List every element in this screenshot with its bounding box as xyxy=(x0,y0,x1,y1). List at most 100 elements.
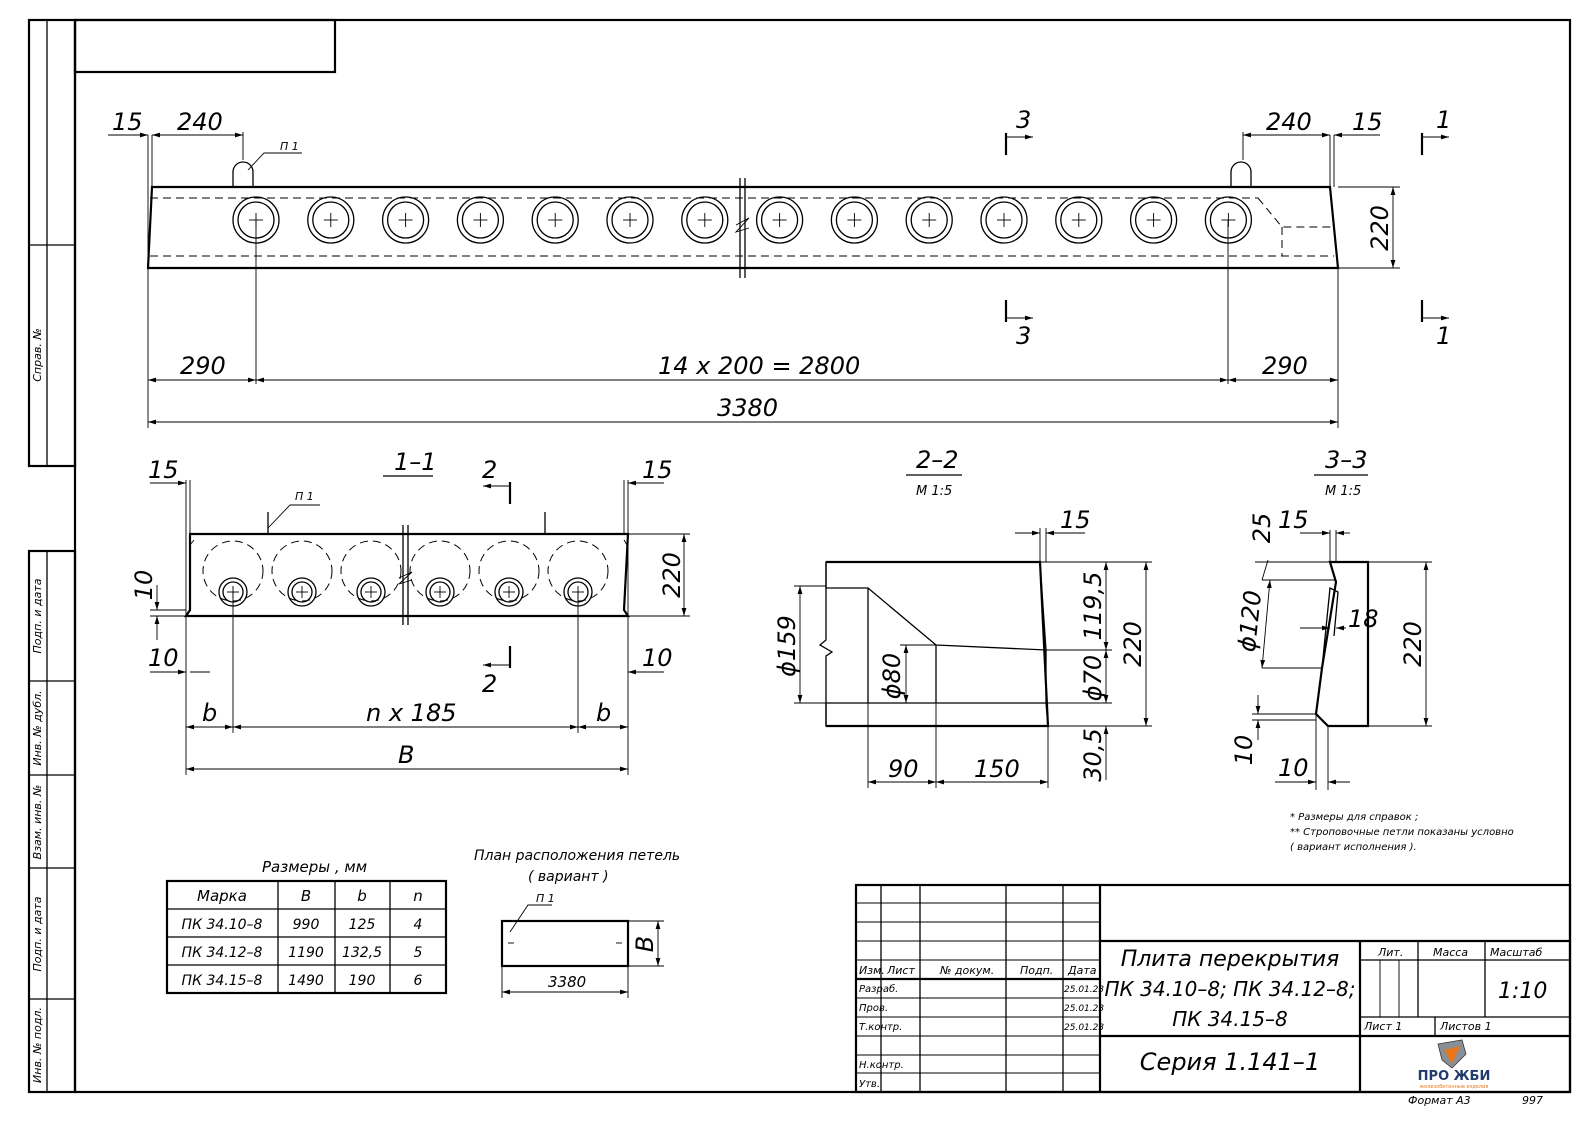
sec22-dim-159: ϕ159 xyxy=(773,615,801,677)
dim-290-left: 290 xyxy=(180,352,226,380)
cut-3-bottom: 3 xyxy=(1016,322,1031,350)
table-header-cell: n xyxy=(413,887,423,905)
dim-240-right: 240 xyxy=(1266,108,1312,136)
table-cell: 132,5 xyxy=(342,945,382,961)
dim-height-main: 220 xyxy=(1366,205,1394,251)
lifting-loop-right xyxy=(1230,161,1252,187)
notes: * Размеры для справок ; ** Строповочные … xyxy=(1290,812,1514,853)
role-date: 25.01.23 xyxy=(1064,1023,1104,1033)
sec22-dim-70: ϕ70 xyxy=(1079,655,1107,701)
sec22-dim-30-5: 30,5 xyxy=(1079,728,1107,781)
inv-podl-label: Инв. № подл. xyxy=(31,1007,44,1083)
role-date: 25.01.23 xyxy=(1064,985,1104,995)
sec11-dim-10-right: 10 xyxy=(642,644,673,672)
hollow-core xyxy=(456,196,505,244)
logo-subtext: железобетонные изделия xyxy=(1420,1084,1489,1090)
series-label: Серия 1.141–1 xyxy=(1140,1048,1320,1076)
role-date: 25.01.23 xyxy=(1064,1004,1104,1014)
sec11-dim-10-vertical: 10 xyxy=(130,570,158,601)
dim-240-left: 240 xyxy=(177,108,223,136)
dim-290-right: 290 xyxy=(1262,352,1308,380)
section-2-2: 2–2 М 1:5 15 119,5 ϕ70 30,5 220 ϕ159 ϕ xyxy=(773,446,1152,788)
plan-dim-length: 3380 xyxy=(548,973,586,991)
format-label: Формат А3 xyxy=(1408,1094,1471,1107)
table-cell: ПК 34.12–8 xyxy=(182,945,263,961)
masshtab-label: Масштаб xyxy=(1490,946,1542,959)
scale-value: 1:10 xyxy=(1498,979,1547,1004)
brand-logo: ПРО ЖБИ железобетонные изделия xyxy=(1418,1039,1490,1090)
lifting-loop-left xyxy=(232,161,254,187)
sprav-label: Справ. № xyxy=(31,328,44,382)
section-2-2-scale: М 1:5 xyxy=(916,484,952,499)
sec22-dim-90: 90 xyxy=(888,755,919,783)
sec11-dim-15-right: 15 xyxy=(642,456,673,484)
note-1: * Размеры для справок ; xyxy=(1290,812,1418,823)
plan-title-2: ( вариант ) xyxy=(528,869,609,885)
role-label: Утв. xyxy=(859,1079,880,1090)
plan-title-1: План расположения петель xyxy=(474,848,680,864)
table-cell: ПК 34.10–8 xyxy=(182,917,263,933)
dim-overall-length: 3380 xyxy=(717,394,778,422)
sec11-dim-b-left: b xyxy=(202,699,217,727)
col-izm: Изм. xyxy=(859,964,885,977)
sec33-dim-220: 220 xyxy=(1399,621,1427,667)
hollow-core-section xyxy=(478,540,540,607)
sec11-dim-15-left: 15 xyxy=(148,456,179,484)
loop-label-main: П 1 xyxy=(280,140,299,153)
sheets-label: Листов 1 xyxy=(1439,1020,1492,1033)
hollow-core xyxy=(1129,196,1178,244)
loop-label-section: П 1 xyxy=(295,490,314,503)
hollow-core xyxy=(905,196,953,244)
section-2-2-title: 2–2 xyxy=(916,446,959,474)
col-list: Лист xyxy=(886,964,915,977)
section-1-1: 1–1 П 1 15 15 2 2 220 xyxy=(130,448,690,775)
hollow-cores-section xyxy=(202,540,609,607)
hollow-core xyxy=(755,196,804,244)
hollow-core-section xyxy=(340,540,402,607)
table-cell: 4 xyxy=(414,917,423,933)
sec11-dim-10-left: 10 xyxy=(148,644,179,672)
sec33-dim-10-horizontal: 10 xyxy=(1278,754,1309,782)
plan-loop-label: П 1 xyxy=(536,892,555,905)
table-cell: 5 xyxy=(414,945,423,961)
product-name-2: ПК 34.10–8; ПК 34.12–8; xyxy=(1105,977,1356,1001)
table-cell: ПК 34.15–8 xyxy=(182,973,263,989)
section-1-1-title: 1–1 xyxy=(394,448,437,476)
dim-15-right: 15 xyxy=(1352,108,1383,136)
hollow-core xyxy=(606,196,654,244)
col-podp: Подп. xyxy=(1020,964,1053,977)
cut-1-bottom: 1 xyxy=(1436,322,1451,350)
hollow-core xyxy=(830,196,879,244)
podp-label-2: Подп. и дата xyxy=(31,896,44,971)
note-3: ( вариант исполнения ). xyxy=(1290,842,1417,853)
loop-plan: План расположения петель ( вариант ) П 1… xyxy=(474,848,680,998)
section-3-3-title: 3–3 xyxy=(1325,446,1368,474)
inv-dubl-label: Инв. № дубл. xyxy=(31,690,44,765)
section-3-3: 3–3 М 1:5 ϕ120 25 15 18 220 10 10 xyxy=(1230,446,1432,790)
hollow-cores-main xyxy=(232,196,1253,244)
sheet-frame xyxy=(27,18,1572,1094)
sheet-label: Лист 1 xyxy=(1363,1020,1402,1033)
hollow-core xyxy=(307,196,355,244)
title-block-roles: Разраб.25.01.23Пров.25.01.23Т.контр.25.0… xyxy=(859,983,1104,1090)
dim-pitch-main: 14 x 200 = 2800 xyxy=(658,352,860,380)
main-view: П 1 15 240 240 15 290 14 x 200 = 2800 29… xyxy=(108,106,1451,428)
cut-3-top: 3 xyxy=(1016,106,1031,134)
section-3-3-scale: М 1:5 xyxy=(1325,484,1361,499)
sec22-dim-220: 220 xyxy=(1119,621,1147,667)
sec22-dim-15: 15 xyxy=(1060,506,1091,534)
hollow-core-section xyxy=(409,540,471,607)
col-date: Дата xyxy=(1067,964,1097,977)
sec11-dim-220: 220 xyxy=(658,552,686,598)
sec22-dim-80: ϕ80 xyxy=(878,653,906,699)
table-cell: 1490 xyxy=(288,973,324,989)
sec22-dim-150: 150 xyxy=(974,755,1020,783)
product-name-1: Плита перекрытия xyxy=(1121,947,1340,972)
hollow-core xyxy=(1055,196,1103,244)
vzam-label: Взам. инв. № xyxy=(31,785,44,860)
sec33-dim-15: 15 xyxy=(1278,506,1309,534)
sec11-dim-pitch: n x 185 xyxy=(366,699,456,727)
plan-dim-width: B xyxy=(631,936,659,952)
